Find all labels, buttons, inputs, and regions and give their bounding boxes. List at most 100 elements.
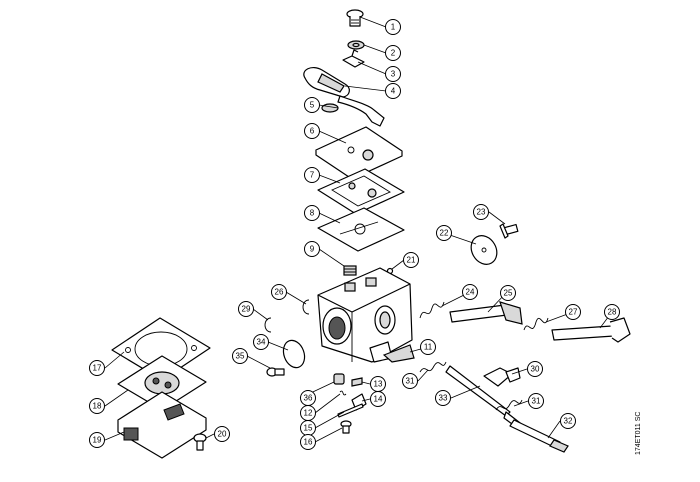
part-20-screw bbox=[193, 433, 207, 451]
part-15-needle bbox=[337, 403, 364, 418]
svg-text:12: 12 bbox=[304, 409, 313, 418]
callout-26: 26 bbox=[271, 284, 287, 300]
callout-22: 22 bbox=[436, 225, 452, 241]
part-36-cap bbox=[333, 373, 345, 385]
drawing-reference: 174ET011 SC bbox=[635, 412, 642, 455]
callout-23: 23 bbox=[473, 204, 489, 220]
callout-18: 18 bbox=[89, 398, 105, 414]
part-7-gasket bbox=[317, 168, 405, 215]
svg-text:16: 16 bbox=[304, 438, 313, 447]
part-18-pump-diaphragm bbox=[117, 355, 207, 411]
svg-text:11: 11 bbox=[424, 343, 433, 352]
callout-3: 3 bbox=[385, 66, 401, 82]
svg-text:5: 5 bbox=[310, 101, 315, 110]
part-5-arm bbox=[321, 95, 385, 127]
callout-25: 25 bbox=[500, 285, 516, 301]
svg-text:32: 32 bbox=[564, 417, 573, 426]
part-27-spring bbox=[523, 317, 549, 331]
callouts: 1 2 3 4 5 6 7 8 9 11 12 13 14 15 16 17 1… bbox=[89, 19, 620, 450]
part-23-screw bbox=[499, 223, 519, 239]
part-22-throttle-disc bbox=[470, 235, 498, 265]
svg-text:1: 1 bbox=[391, 23, 396, 32]
svg-text:18: 18 bbox=[93, 402, 102, 411]
part-31-spring-b bbox=[495, 399, 523, 411]
carburetor-body bbox=[317, 267, 413, 363]
svg-text:22: 22 bbox=[440, 229, 449, 238]
part-12-spring bbox=[339, 390, 347, 396]
part-19-pump-cover bbox=[117, 391, 207, 459]
svg-text:14: 14 bbox=[374, 395, 383, 404]
callout-31-b: 31 bbox=[528, 393, 544, 409]
svg-text:25: 25 bbox=[504, 289, 513, 298]
callout-21: 21 bbox=[403, 252, 419, 268]
part-35-screw bbox=[266, 367, 285, 377]
callout-35: 35 bbox=[232, 348, 248, 364]
svg-text:34: 34 bbox=[257, 338, 266, 347]
svg-text:27: 27 bbox=[569, 308, 578, 317]
svg-text:33: 33 bbox=[439, 394, 448, 403]
svg-text:29: 29 bbox=[242, 305, 251, 314]
svg-text:17: 17 bbox=[93, 364, 102, 373]
part-28-choke-shaft bbox=[551, 317, 631, 343]
svg-text:19: 19 bbox=[93, 436, 102, 445]
part-32-needle bbox=[509, 419, 569, 453]
svg-text:20: 20 bbox=[218, 430, 227, 439]
callout-28: 28 bbox=[604, 304, 620, 320]
callout-1: 1 bbox=[385, 19, 401, 35]
callout-33: 33 bbox=[435, 390, 451, 406]
part-11-wedge bbox=[382, 344, 415, 363]
svg-text:7: 7 bbox=[310, 171, 315, 180]
callout-11: 11 bbox=[420, 339, 436, 355]
callout-6: 6 bbox=[304, 123, 320, 139]
svg-text:30: 30 bbox=[531, 365, 540, 374]
callout-30: 30 bbox=[527, 361, 543, 377]
part-4-lever bbox=[303, 66, 350, 98]
part-34-disc bbox=[282, 339, 306, 369]
part-3-clip bbox=[342, 49, 365, 68]
svg-text:36: 36 bbox=[304, 394, 313, 403]
svg-text:23: 23 bbox=[477, 208, 486, 217]
callout-32: 32 bbox=[560, 413, 576, 429]
callout-29: 29 bbox=[238, 301, 254, 317]
callout-19: 19 bbox=[89, 432, 105, 448]
part-1-screw bbox=[346, 9, 364, 27]
svg-text:28: 28 bbox=[608, 308, 617, 317]
callout-27: 27 bbox=[565, 304, 581, 320]
svg-text:4: 4 bbox=[391, 87, 396, 96]
svg-text:31: 31 bbox=[532, 397, 541, 406]
leader-lines bbox=[104, 16, 613, 443]
svg-text:9: 9 bbox=[310, 245, 315, 254]
part-24-spring bbox=[419, 301, 445, 319]
svg-text:3: 3 bbox=[391, 70, 396, 79]
callout-34: 34 bbox=[253, 334, 269, 350]
part-13-pin bbox=[351, 377, 363, 387]
svg-text:35: 35 bbox=[236, 352, 245, 361]
callout-7: 7 bbox=[304, 167, 320, 183]
part-8-diaphragm bbox=[317, 207, 405, 252]
callout-16: 16 bbox=[300, 434, 316, 450]
part-16-screw bbox=[340, 420, 352, 434]
part-2-washer bbox=[347, 40, 365, 50]
callout-24: 24 bbox=[462, 284, 478, 300]
svg-text:6: 6 bbox=[310, 127, 315, 136]
part-29-clip bbox=[264, 317, 272, 333]
callout-36: 36 bbox=[300, 390, 316, 406]
callout-20: 20 bbox=[214, 426, 230, 442]
callout-8: 8 bbox=[304, 205, 320, 221]
svg-text:24: 24 bbox=[466, 288, 475, 297]
svg-text:13: 13 bbox=[374, 380, 383, 389]
svg-text:8: 8 bbox=[310, 209, 315, 218]
part-31-spring-a bbox=[419, 361, 447, 373]
callout-17: 17 bbox=[89, 360, 105, 376]
callout-5: 5 bbox=[304, 97, 320, 113]
callout-9: 9 bbox=[304, 241, 320, 257]
svg-text:21: 21 bbox=[407, 256, 416, 265]
svg-text:2: 2 bbox=[391, 49, 396, 58]
svg-text:31: 31 bbox=[406, 377, 415, 386]
callout-31-a: 31 bbox=[402, 373, 418, 389]
svg-text:26: 26 bbox=[275, 288, 284, 297]
callout-4: 4 bbox=[385, 83, 401, 99]
callout-15: 15 bbox=[300, 420, 316, 436]
callout-13: 13 bbox=[370, 376, 386, 392]
callout-14: 14 bbox=[370, 391, 386, 407]
